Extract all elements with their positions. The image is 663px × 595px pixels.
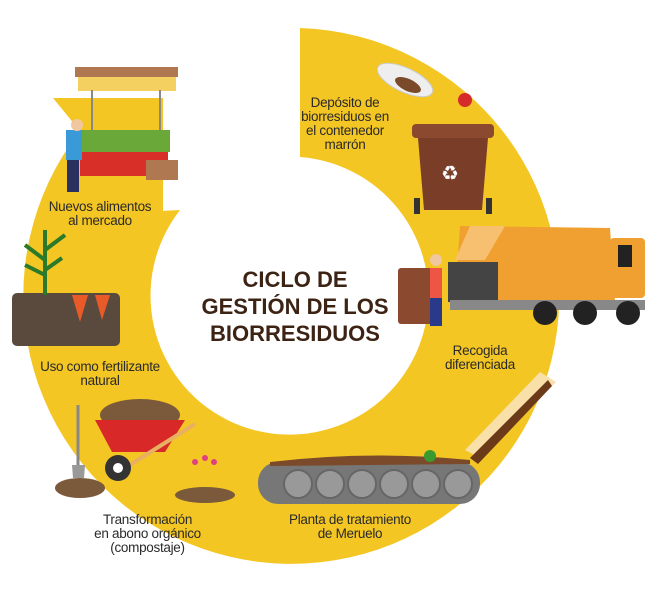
label-line: al mercado (68, 213, 132, 228)
step-label-market: Nuevos alimentos al mercado (35, 200, 165, 228)
step-label-collection: Recogida diferenciada (430, 344, 530, 372)
title-line: GESTIÓN DE LOS (201, 294, 389, 319)
label-line: Uso como fertilizante (40, 359, 160, 374)
label-line: de Meruelo (317, 526, 383, 541)
label-line: diferenciada (445, 357, 515, 372)
diagram-title: CICLO DE GESTIÓN DE LOS BIORRESIDUOS (190, 266, 400, 347)
label-line: Nuevos alimentos (48, 199, 152, 214)
step-label-composting: Transformación en abono orgánico (compos… (80, 513, 215, 555)
food-scraps-icon (376, 62, 472, 107)
svg-text:♻: ♻ (441, 163, 459, 185)
label-line: Planta de tratamiento (288, 512, 412, 527)
label-line: Depósito de (310, 95, 380, 110)
market-stall-icon (66, 67, 178, 192)
label-line: el contenedor (306, 123, 384, 138)
plant-soil-icon (12, 230, 120, 346)
label-line: marrón (324, 137, 366, 152)
label-line: en abono orgánico (94, 526, 201, 541)
step-label-fertilizer: Uso como fertilizante natural (25, 360, 175, 388)
label-line: biorresiduos en (301, 109, 389, 124)
wheelbarrow-compost-icon (55, 399, 235, 503)
title-line: CICLO DE (242, 267, 348, 292)
step-label-deposit: Depósito de biorresiduos en el contenedo… (300, 96, 390, 152)
step-label-treatment-plant: Planta de tratamiento de Meruelo (270, 513, 430, 541)
label-line: Transformación (102, 512, 193, 527)
garbage-truck-icon (398, 226, 645, 326)
label-line: (compostaje) (110, 540, 185, 555)
label-line: natural (80, 373, 120, 388)
brown-bin-icon: ♻ (412, 124, 494, 214)
title-line: BIORRESIDUOS (210, 321, 380, 346)
label-line: Recogida (452, 343, 508, 358)
treatment-plant-conveyor-icon (258, 372, 556, 504)
